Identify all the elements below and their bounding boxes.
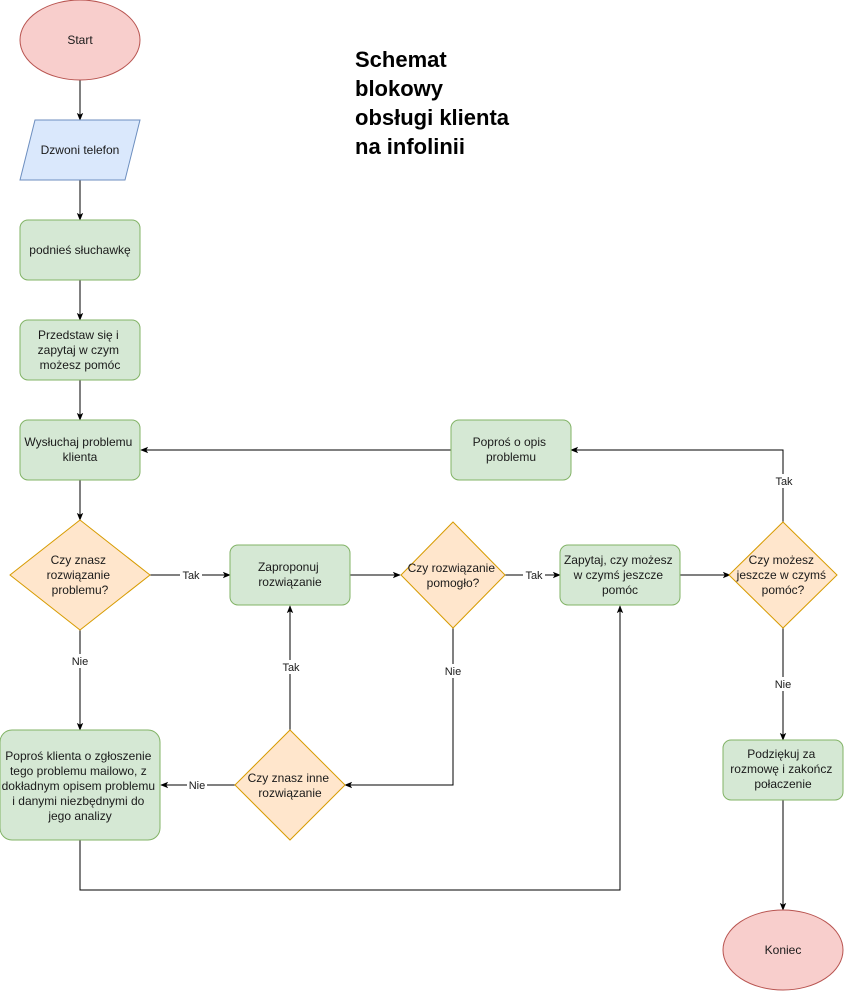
koniec-label: Koniec bbox=[765, 943, 802, 957]
svg-text:Tak: Tak bbox=[282, 662, 300, 674]
edge-czy-pomoglo-nie bbox=[344, 628, 454, 789]
edges bbox=[76, 80, 787, 911]
edge-labels: Tak Nie Tak Nie Tak Nie Tak Nie bbox=[70, 474, 795, 792]
popros-o-opis-label: Poproś o opis problemu bbox=[473, 435, 550, 464]
edge-label-czy-mozesz-tak: Tak bbox=[773, 474, 795, 488]
svg-text:Nie: Nie bbox=[72, 656, 89, 668]
popros-klienta-mail-process bbox=[0, 729, 161, 841]
start-label: Start bbox=[67, 33, 93, 47]
koniec-terminal bbox=[722, 909, 844, 991]
edge-label-czy-znasz-nie: Nie bbox=[70, 654, 90, 668]
zapytaj-czy-mozesz-label: Zapytaj, czy możesz w czymś jeszcze pomó… bbox=[564, 553, 676, 597]
czy-mozesz-jeszcze-label: Czy możesz jeszcze w czymś pomóc? bbox=[736, 553, 830, 597]
popros-klienta-mail-label: Poproś klienta o zgłoszenie tego problem… bbox=[2, 749, 159, 823]
title-line-4: na infolinii bbox=[355, 134, 465, 159]
czy-znasz-inne-decision bbox=[234, 729, 346, 841]
title-line-3: obsługi klienta bbox=[355, 105, 510, 130]
edge-label-czy-mozesz-nie: Nie bbox=[773, 677, 793, 691]
dzwoni-telefon-input bbox=[19, 119, 141, 181]
edge-label-czy-znasz-tak: Tak bbox=[180, 568, 202, 582]
zaproponuj-rozwiazanie-label: Zaproponuj rozwiązanie bbox=[258, 560, 322, 589]
nodes: Start Dzwoni telefon podnieś słuchawkę P… bbox=[0, 0, 844, 991]
przedstaw-sie-process bbox=[19, 319, 141, 381]
svg-text:Nie: Nie bbox=[189, 780, 206, 792]
zapytaj-czy-mozesz-process bbox=[559, 544, 681, 606]
zaproponuj-rozwiazanie-process bbox=[229, 544, 351, 606]
czy-rozwiazanie-pomoglo-decision bbox=[400, 521, 506, 629]
edge-czy-mozesz-tak bbox=[570, 446, 784, 522]
title-line-1: Schemat bbox=[355, 47, 447, 72]
popros-o-opis-process bbox=[450, 419, 572, 481]
czy-znasz-inne-label: Czy znasz inne rozwiązanie bbox=[248, 771, 333, 800]
edge-label-czy-inne-tak: Tak bbox=[280, 660, 302, 674]
svg-text:Nie: Nie bbox=[445, 666, 462, 678]
przedstaw-sie-label: Przedstaw się i zapytaj w czym możesz po… bbox=[38, 328, 123, 372]
svg-text:Nie: Nie bbox=[775, 679, 792, 691]
dzwoni-telefon-label: Dzwoni telefon bbox=[41, 143, 120, 157]
start-terminal bbox=[19, 0, 141, 81]
diagram-title: Schemat blokowy obsługi klienta na infol… bbox=[355, 47, 515, 159]
czy-znasz-rozwiazanie-decision bbox=[9, 519, 151, 631]
edge-label-czy-pomoglo-tak: Tak bbox=[523, 568, 545, 582]
svg-text:Tak: Tak bbox=[525, 570, 543, 582]
edge-label-czy-inne-nie: Nie bbox=[187, 778, 207, 792]
podnies-sluchawke-process bbox=[19, 219, 141, 281]
wysluchaj-problemu-label: Wysłuchaj problemu klienta bbox=[24, 435, 135, 464]
wysluchaj-problemu-process bbox=[19, 419, 141, 481]
czy-rozwiazanie-pomoglo-label: Czy rozwiązanie pomogło? bbox=[408, 561, 499, 590]
podziekuj-za-rozmowe-process bbox=[722, 739, 844, 801]
podnies-sluchawke-label: podnieś słuchawkę bbox=[29, 243, 131, 257]
edge-popros-mail-to-zapytaj bbox=[79, 605, 624, 891]
title-line-2: blokowy bbox=[355, 76, 444, 101]
svg-text:Tak: Tak bbox=[775, 476, 793, 488]
edge-label-czy-pomoglo-nie: Nie bbox=[443, 664, 463, 678]
czy-mozesz-jeszcze-decision bbox=[728, 521, 838, 629]
podziekuj-za-rozmowe-label: Podziękuj za rozmowę i zakończ połaczeni… bbox=[730, 747, 835, 791]
czy-znasz-rozwiazanie-label: Czy znasz rozwiązanie problemu? bbox=[47, 553, 114, 597]
svg-text:Tak: Tak bbox=[182, 570, 200, 582]
